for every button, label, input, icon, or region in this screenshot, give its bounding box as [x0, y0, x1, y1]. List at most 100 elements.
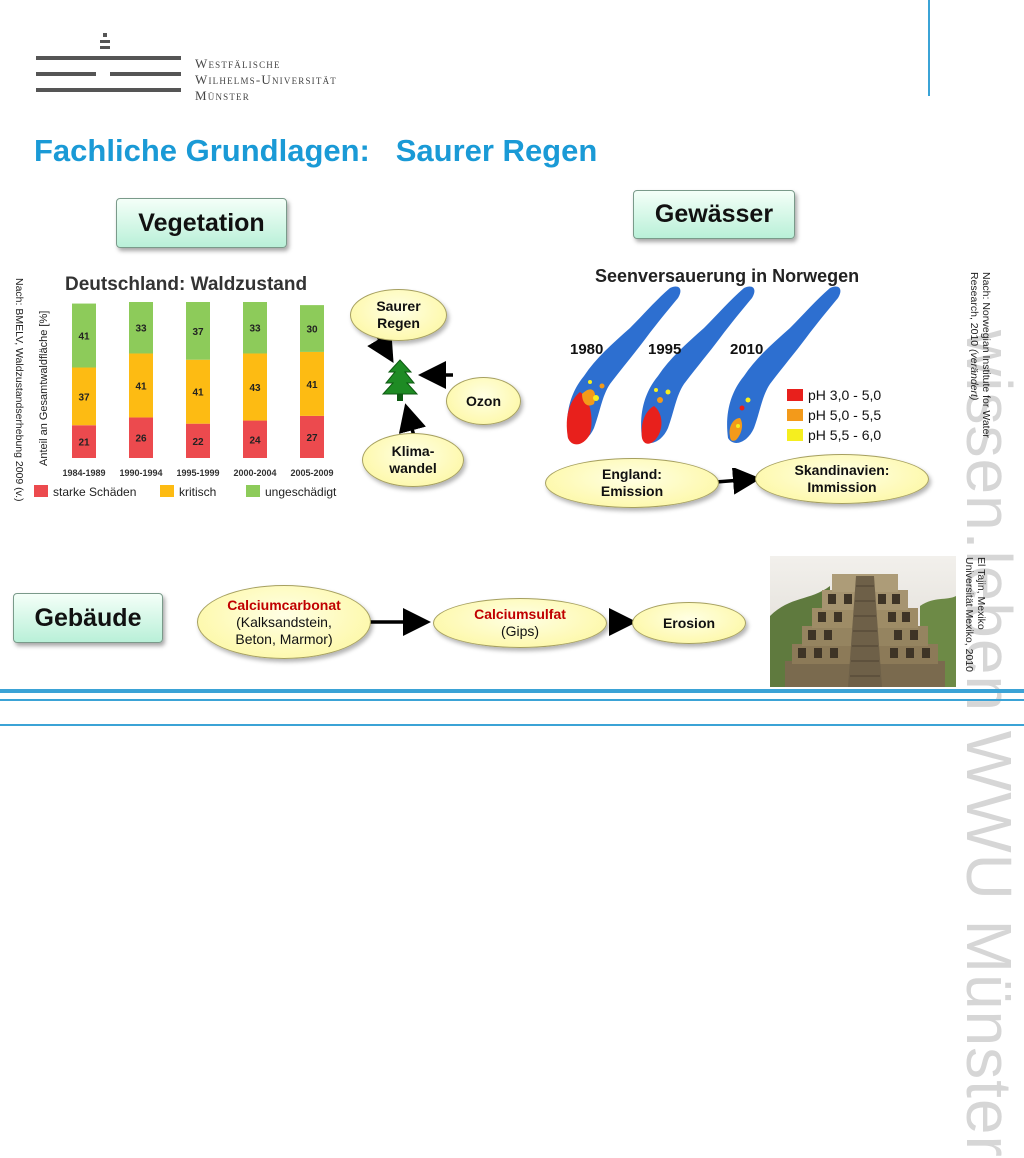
bar-3-1 [186, 423, 210, 458]
bar-1-3 [72, 303, 96, 368]
skandinavien-line2: Immission [807, 479, 877, 495]
bar-value-label: 21 [78, 438, 90, 449]
bar-3-3 [186, 302, 210, 360]
header-divider [928, 0, 930, 96]
bar-3-2 [186, 359, 210, 424]
calciumcarbonat-sub1: (Kalksandstein, [236, 613, 332, 630]
bar-1-2 [72, 367, 96, 426]
x-tick-label: 1995-1999 [176, 468, 219, 478]
logo-line-1: Westfälische [195, 56, 281, 71]
source-vegetation: Nach: BMELV, Waldzustandserhebung 2009 (… [13, 278, 25, 502]
photo-credit: El Tajin, Mexiko Universität Mexiko, 201… [963, 557, 987, 672]
x-tick-label: 1984-1989 [62, 468, 105, 478]
gewaesser-label: Gewässer [633, 190, 795, 239]
norway-map-1995 [641, 286, 755, 444]
bar-value-label: 37 [78, 392, 90, 403]
bar-4-1 [243, 420, 267, 458]
source-norway: Nach: Norwegian Institute for Water Rese… [968, 272, 992, 438]
bar-value-label: 33 [135, 324, 147, 335]
tree-icon [381, 359, 419, 401]
photo-credit-line2: Universität Mexiko, 2010 [963, 557, 975, 672]
calciumsulfat-label: Calciumsulfat [474, 606, 566, 622]
legend-swatch [246, 485, 260, 497]
legend-label: starke Schäden [53, 485, 136, 499]
legend-swatch [34, 485, 48, 497]
bar-value-label: 41 [135, 381, 147, 392]
watermark: wissen.leben WWU Münster [953, 330, 1024, 1158]
norway-map-1980 [566, 286, 681, 445]
klimawandel-line1: Klima- [391, 443, 435, 459]
erosion-node: Erosion [632, 602, 746, 644]
logo-line-2: Wilhelms-Universität [195, 72, 337, 87]
calciumsulfat-sub: (Gips) [500, 623, 540, 639]
bar-5-3 [300, 305, 324, 352]
ozon-label: Ozon [466, 392, 501, 409]
ozon-node: Ozon [446, 377, 521, 425]
x-tick-label: 2005-2009 [290, 468, 333, 478]
year-2010: 2010 [730, 341, 763, 358]
england-emission-node: England:Emission [545, 458, 719, 508]
norway-acidification-figure: Seenversauerung in Norwegen 1980 1995 20… [566, 266, 881, 445]
photo-credit-line1: El Tajin, Mexiko [975, 557, 987, 630]
norway-map-2010 [727, 286, 841, 443]
klimawandel-line2: wandel [389, 460, 437, 476]
bar-value-label: 24 [249, 435, 261, 446]
ph-legend-2: pH 5,0 - 5,5 [808, 407, 881, 423]
saurer-regen-line2: Regen [377, 315, 420, 331]
bar-value-label: 26 [135, 434, 147, 445]
el-tajin-photo [770, 556, 956, 687]
bar-value-label: 33 [249, 324, 261, 335]
bar-1-1 [72, 425, 96, 458]
vegetation-label: Vegetation [116, 198, 287, 248]
x-tick-label: 2000-2004 [233, 468, 276, 478]
waldzustand-chart: Deutschland: Waldzustand Anteil an Gesam… [34, 274, 337, 499]
skandinavien-line1: Skandinavien: [794, 462, 890, 478]
legend-label: ungeschädigt [265, 485, 337, 499]
bar-value-label: 41 [78, 332, 90, 343]
gebaeude-arrows [368, 608, 637, 636]
emission-arrow [715, 468, 761, 495]
bar-value-label: 41 [306, 380, 318, 391]
norway-title: Seenversauerung in Norwegen [595, 266, 859, 286]
gebaeude-label: Gebäude [13, 593, 163, 643]
bar-value-label: 41 [192, 388, 204, 399]
england-line2: Emission [600, 483, 664, 499]
bar-5-2 [300, 351, 324, 416]
bar-value-label: 27 [306, 433, 318, 444]
erosion-label: Erosion [662, 614, 716, 631]
calciumcarbonat-sub2: Beton, Marmor) [235, 630, 333, 647]
skandinavien-immission-node: Skandinavien:Immission [755, 454, 929, 504]
bar-value-label: 30 [306, 325, 318, 336]
bar-value-label: 37 [192, 327, 204, 338]
calciumcarbonat-label: Calciumcarbonat [227, 596, 341, 613]
x-tick-label: 1990-1994 [119, 468, 162, 478]
bar-2-2 [129, 353, 153, 418]
legend-swatch [160, 485, 174, 497]
ph-legend: pH 3,0 - 5,0 pH 5,0 - 5,5 pH 5,5 - 6,0 [787, 387, 881, 443]
bar-2-1 [129, 417, 153, 458]
ph-legend-3: pH 5,5 - 6,0 [808, 427, 881, 443]
chart-title: Deutschland: Waldzustand [65, 274, 307, 295]
saurer-regen-line1: Saurer [376, 298, 421, 314]
bar-value-label: 43 [249, 383, 261, 394]
year-1995: 1995 [648, 341, 681, 358]
chart-ylabel: Anteil an Gesamtwaldfläche [%] [38, 311, 50, 466]
bar-value-label: 22 [192, 437, 204, 448]
ph-legend-1: pH 3,0 - 5,0 [808, 387, 881, 403]
england-line1: England: [602, 466, 662, 482]
bar-4-2 [243, 353, 267, 421]
klimawandel-node: Klima-wandel [362, 433, 464, 487]
bar-2-3 [129, 302, 153, 354]
source-norway-line1: Nach: Norwegian Institute for Water [980, 272, 992, 438]
calciumsulfat-node: Calciumsulfat (Gips) [433, 598, 607, 648]
bar-5-1 [300, 415, 324, 458]
legend-label: kritisch [179, 485, 216, 499]
logo-line-3: Münster [195, 88, 250, 103]
calciumcarbonat-node: Calciumcarbonat (Kalksandstein, Beton, M… [197, 585, 371, 659]
source-norway-italic: (verändert) [968, 349, 980, 401]
page-title: Fachliche Grundlagen: Saurer Regen [34, 133, 598, 168]
source-norway-line2: Research, 2010 [968, 272, 980, 350]
bar-4-3 [243, 302, 267, 354]
year-1980: 1980 [570, 341, 603, 358]
